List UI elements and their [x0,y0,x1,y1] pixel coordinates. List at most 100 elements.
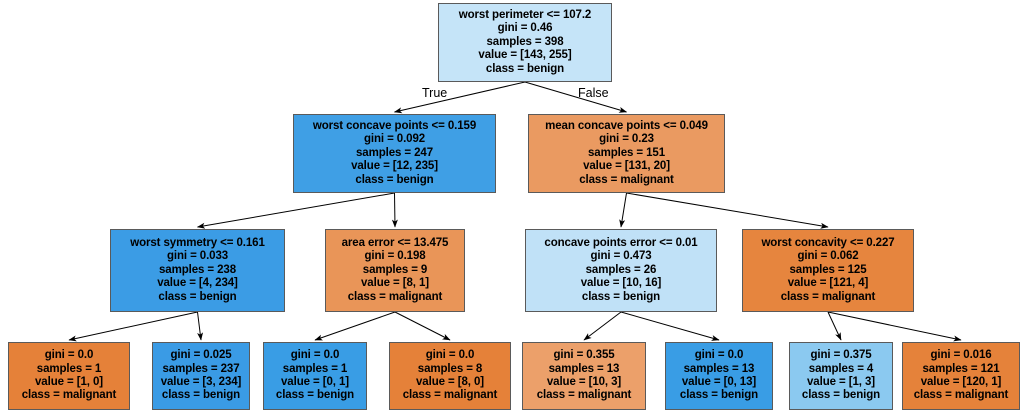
node-value: value = [12, 235] [351,160,438,173]
node-condition: worst symmetry <= 0.161 [130,236,265,249]
edge-label-false: False [578,86,609,100]
node-samples: samples = 13 [683,362,755,375]
node-value: value = [1, 3] [807,376,875,388]
node-gini: gini = 0.033 [166,250,229,263]
tree-edge [196,192,395,229]
node-class: class = benign [161,389,241,402]
node-class: class = malignant [579,173,674,186]
edge-label-true: True [422,86,448,100]
node-condition: worst concave points <= 0.159 [312,119,477,132]
node-class: class = malignant [402,389,498,402]
node-gini: gini = 0.0 [694,349,744,362]
node-class: class = benign [801,389,881,402]
node-condition: worst concavity <= 0.227 [761,236,895,249]
node-samples: samples = 237 [162,362,240,375]
node-value: value = [8, 1] [361,277,429,290]
node-gini: gini = 0.016 [930,349,992,362]
node-gini: gini = 0.0 [44,349,94,362]
node-value: value = [0, 13] [681,376,757,388]
node-value: value = [0, 1] [281,376,349,388]
tree-edge [197,311,204,341]
node-samples: samples = 9 [362,263,428,276]
node-samples: samples = 8 [417,362,483,375]
node-value: value = [131, 20] [583,160,670,173]
node-gini: gini = 0.473 [590,250,652,263]
node-class: class = malignant [913,389,1009,402]
node-gini: gini = 0.062 [797,250,859,263]
tree-edge [524,81,628,113]
node-class: class = benign [581,290,661,303]
node-samples: samples = 1 [282,362,348,375]
node-samples: samples = 247 [355,146,434,159]
tree-edge [619,192,627,228]
tree-edge [827,311,842,341]
node-gini: gini = 0.355 [553,349,615,362]
node-value: value = [4, 234] [157,277,238,290]
node-gini: gini = 0.0 [290,349,340,362]
tree-edge [827,311,962,342]
node-samples: samples = 121 [922,362,1000,375]
node-samples: samples = 13 [548,362,620,375]
node-class: class = malignant [21,389,117,402]
node-condition: mean concave points <= 0.049 [545,119,708,132]
tree-edge [394,311,451,341]
node-samples: samples = 151 [587,146,666,159]
node-gini: gini = 0.198 [364,250,426,263]
node-class: class = benign [679,389,759,402]
node-value: value = [8, 0] [416,376,484,388]
node-samples: samples = 238 [158,263,237,276]
node-samples: samples = 26 [585,263,657,276]
node-condition: concave points error <= 0.01 [544,236,698,249]
node-class: class = benign [158,290,237,303]
node-gini: gini = 0.23 [599,133,654,146]
node-samples: samples = 4 [808,362,874,375]
node-gini: gini = 0.375 [810,349,872,362]
node-class: class = malignant [347,290,443,303]
node-value: value = [1, 0] [35,376,103,388]
node-gini: gini = 0.46 [497,22,553,35]
node-value: value = [120, 1] [920,376,1002,388]
node-class: class = benign [355,173,434,186]
tree-edge [583,311,622,341]
node-value: value = [10, 3] [546,376,622,388]
node-class: class = malignant [536,389,632,402]
node-condition: area error <= 13.475 [341,236,449,249]
tree-edge [314,311,396,341]
node-samples: samples = 125 [789,263,867,276]
tree-edge [626,192,829,229]
edge-group [68,81,962,342]
tree-edge [391,192,398,228]
node-class: class = benign [485,62,565,75]
node-gini: gini = 0.0 [425,349,475,362]
node-value: value = [143, 255] [478,49,572,62]
node-samples: samples = 1 [36,362,102,375]
node-gini: gini = 0.092 [363,133,426,146]
node-samples: samples = 398 [486,35,564,48]
tree-edge [393,81,526,114]
tree-edge [620,311,720,341]
node-gini: gini = 0.025 [170,349,232,362]
node-class: class = malignant [780,290,876,303]
node-value: value = [121, 4] [787,277,869,290]
node-condition: worst perimeter <= 107.2 [458,8,592,21]
node-class: class = benign [275,389,355,402]
tree-edge [68,311,198,342]
node-value: value = [3, 234] [160,376,242,388]
